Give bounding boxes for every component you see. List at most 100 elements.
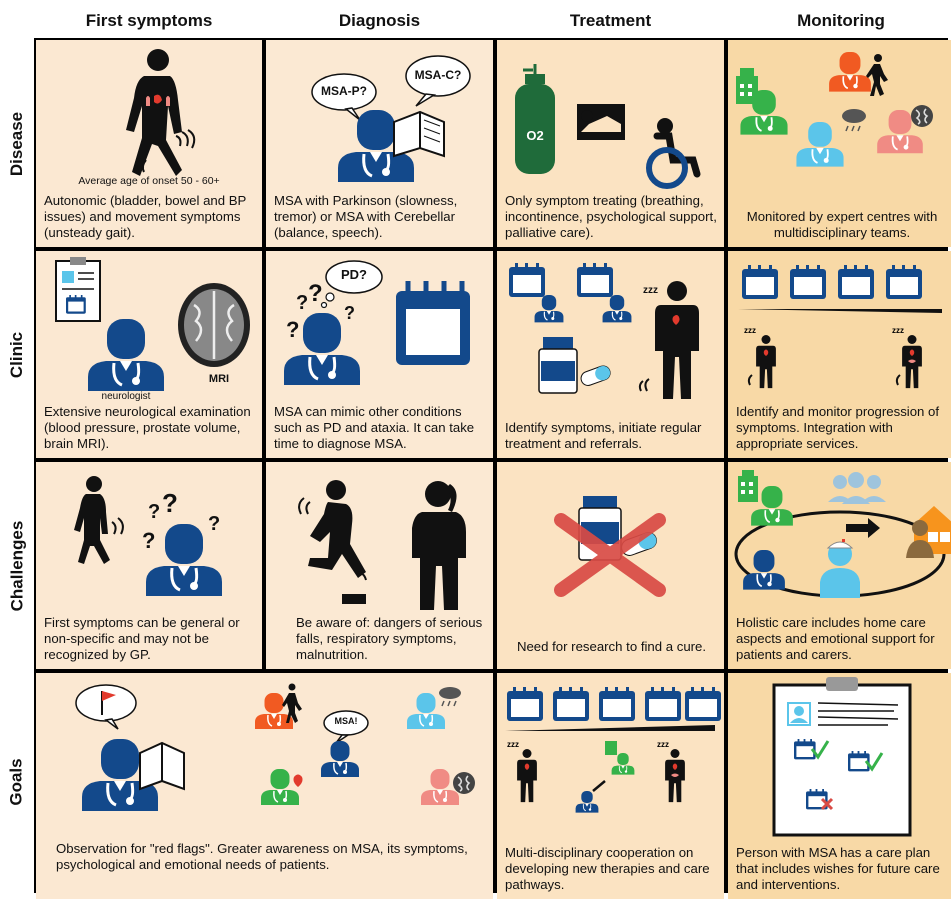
- svg-text:?: ?: [344, 303, 355, 323]
- cell-disease-diagnosis: MSA-P? MSA-C? MSA with Parkinson (slowne…: [266, 40, 493, 247]
- svg-text:?: ?: [296, 292, 308, 314]
- onset-age-note: Average age of onset 50 - 60+: [78, 175, 220, 187]
- question-marks: ? ? ? ?: [286, 280, 355, 342]
- speech-bubble-red-flag: [75, 684, 137, 730]
- svg-text:?: ?: [148, 501, 160, 523]
- cell-challenges-monitoring: Holistic care includes home care aspects…: [728, 462, 951, 669]
- mri-label: MRI: [208, 373, 230, 385]
- hospital-icon: [605, 741, 617, 755]
- caption-disease-treatment: Only symptom treating (breathing, incont…: [505, 193, 717, 240]
- neurologist-label: neurologist: [101, 391, 151, 402]
- cooperation-illustration: zzz zzz: [505, 687, 721, 814]
- no-cure-illustration: [554, 496, 666, 597]
- row-header-clinic: Clinic: [7, 331, 27, 378]
- bubble-text-msa-p: MSA-P?: [321, 84, 367, 98]
- svg-text:?: ?: [162, 488, 178, 518]
- family-group-icon: [828, 472, 886, 504]
- clipboard-icon: [55, 257, 101, 322]
- bubble-text-msa-c: MSA-C?: [414, 68, 462, 82]
- row-header-disease: Disease: [7, 111, 26, 176]
- progression-wedge: [505, 725, 715, 731]
- walking-person-illustration: [126, 49, 196, 176]
- bubble-text-pd: PD?: [341, 267, 367, 282]
- oxygen-cylinder-icon: [515, 64, 555, 174]
- thought-bubble-pd: [320, 260, 383, 309]
- column-header-monitoring: Monitoring: [797, 11, 885, 30]
- speech-bubble-msa-p: [311, 73, 377, 121]
- treatment-follow-up-illustration: [509, 263, 699, 399]
- walking-person-icon: [866, 54, 888, 96]
- gp-uncertain-illustration: ? ? ? ?: [74, 476, 224, 598]
- falling-person-illustration: [298, 480, 466, 610]
- multidisciplinary-team-illustration: [736, 51, 934, 168]
- treatment-icons: [515, 64, 701, 189]
- column-header-treatment: Treatment: [569, 11, 652, 30]
- calendar-icon: [396, 281, 470, 365]
- cell-clinic-monitoring: zzz zzz Identify and monitor progression…: [728, 251, 951, 458]
- svg-text:zzz: zzz: [657, 740, 669, 749]
- caption-clinic-first-symptoms: Extensive neurological examination (bloo…: [44, 404, 251, 451]
- svg-text:zzz: zzz: [744, 326, 756, 335]
- worried-person-icon: [412, 481, 466, 610]
- cell-disease-treatment: O2 Only symptom treating (breathing, inc…: [497, 40, 724, 247]
- hospital-icon: [736, 68, 758, 104]
- cloud-icon: [842, 109, 866, 132]
- caption-challenges-treatment: Need for research to find a cure.: [516, 639, 707, 654]
- hospital-icon: [738, 470, 758, 502]
- progression-monitoring-illustration: zzz zzz: [738, 265, 942, 389]
- walking-person-icon: [282, 683, 302, 723]
- column-header-first-symptoms: First symptoms: [85, 11, 213, 30]
- caption-challenges-diagnosis: Be aware of: dangers of serious falls, r…: [296, 615, 483, 662]
- column-header-diagnosis: Diagnosis: [338, 11, 421, 30]
- msa-care-grid: Average age of onset 50 - 60+ Autonomic …: [34, 38, 951, 899]
- caption-clinic-monitoring: Identify and monitor progression of symp…: [736, 404, 940, 451]
- cell-goals-treatment: zzz zzz Multi-disciplinary cooperation o…: [497, 673, 724, 899]
- medicine-bottle-icon: [538, 337, 578, 394]
- falling-person-icon: [308, 480, 366, 578]
- cell-disease-monitoring: Monitored by expert centres with multidi…: [728, 40, 951, 247]
- red-cross-mark: [554, 513, 666, 597]
- cell-challenges-first-symptoms: ? ? ? ? First symptoms can be general or…: [36, 462, 262, 669]
- caption-clinic-diagnosis: MSA can mimic other conditions such as P…: [274, 404, 475, 451]
- caption-challenges-monitoring: Holistic care includes home care aspects…: [736, 615, 935, 662]
- obstacle-step: [342, 594, 366, 604]
- caption-disease-first-symptoms: Autonomic (bladder, bowel and BP issues)…: [44, 193, 247, 240]
- svg-text:?: ?: [286, 317, 299, 342]
- svg-text:zzz: zzz: [507, 740, 519, 749]
- caption-clinic-treatment: Identify symptoms, initiate regular trea…: [505, 420, 702, 451]
- cell-clinic-diagnosis: ? ? ? ? PD? MSA can mimic other conditio…: [266, 251, 493, 458]
- caption-challenges-first-symptoms: First symptoms can be general or non-spe…: [44, 615, 240, 662]
- cloud-icon: [439, 687, 461, 707]
- sleep-zzz-label: zzz: [643, 285, 658, 296]
- book-icon: [393, 110, 445, 158]
- home-icon: [906, 506, 951, 558]
- oxygen-label: O2: [526, 128, 544, 143]
- caption-disease-diagnosis: MSA with Parkinson (slowness, tremor) or…: [274, 193, 458, 240]
- svg-text:zzz: zzz: [892, 326, 904, 335]
- care-plan-clipboard-icon: [772, 677, 912, 837]
- heart-icon: [672, 315, 680, 325]
- caption-goals-first-symptoms: Observation for "red flags". Greater awa…: [56, 841, 468, 872]
- bubble-text-msa: MSA!: [334, 716, 358, 726]
- neurologist-illustration: [55, 257, 250, 393]
- cell-disease-first-symptoms: Average age of onset 50 - 60+ Autonomic …: [36, 40, 262, 247]
- cell-challenges-treatment: Need for research to find a cure.: [497, 462, 724, 669]
- cell-challenges-diagnosis: Be aware of: dangers of serious falls, r…: [266, 462, 493, 669]
- doctor-reading-illustration: [311, 55, 471, 184]
- nurse-icon: [820, 539, 860, 598]
- question-marks: ? ? ? ?: [142, 488, 220, 553]
- awareness-illustration: [75, 683, 476, 813]
- svg-text:?: ?: [308, 280, 323, 307]
- wheelchair-icon: [646, 118, 701, 189]
- speech-bubble-msa-c: [405, 55, 471, 107]
- book-icon: [139, 741, 185, 791]
- progression-wedge: [738, 309, 942, 313]
- cell-clinic-treatment: zzz Identify symptoms, initiate regular …: [497, 251, 724, 458]
- cell-goals-first-symptoms-diagnosis: MSA! Observation for "red flags". Greate…: [36, 673, 493, 899]
- handshake-arrow-icon: [846, 518, 880, 538]
- brain-mri-icon: [178, 283, 250, 367]
- unsteady-walker-icon: [74, 476, 110, 564]
- svg-text:?: ?: [142, 528, 155, 553]
- row-header-goals: Goals: [7, 758, 26, 806]
- caption-disease-monitoring: Monitored by expert centres with multidi…: [746, 209, 938, 240]
